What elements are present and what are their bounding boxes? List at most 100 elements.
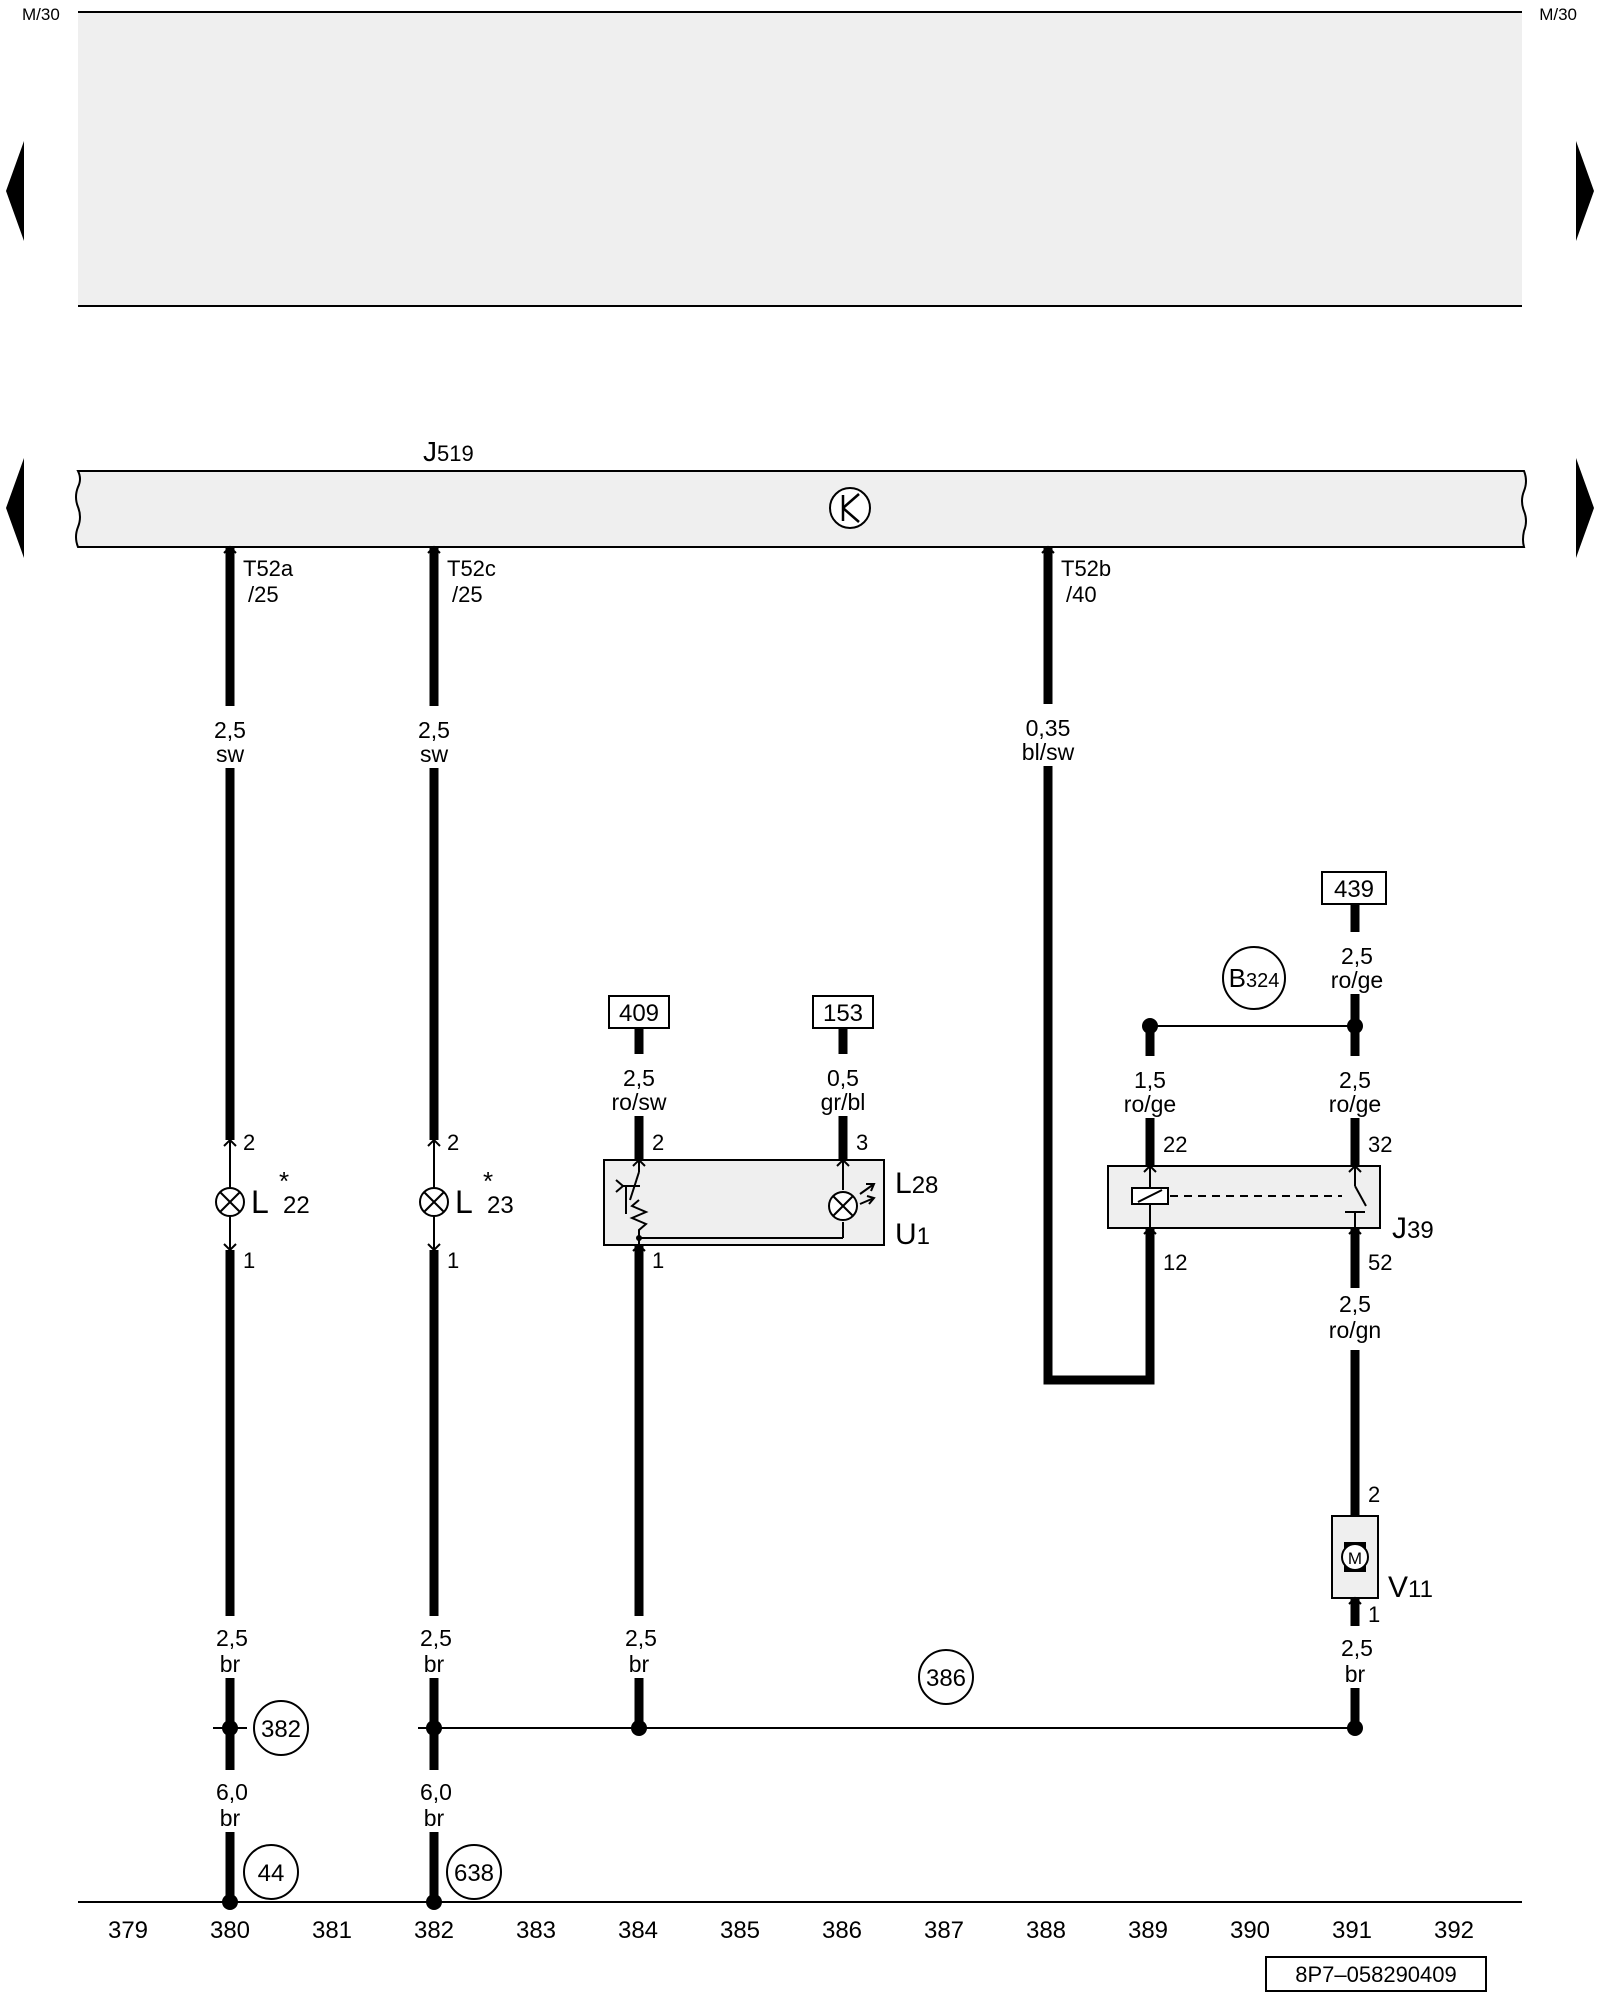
ruler-number: 388 (1026, 1917, 1066, 1944)
svg-text:T52c: T52c (447, 556, 496, 581)
pin-label: 1 (447, 1248, 459, 1273)
lamp-l23: 2 1 L * 23 (419, 1130, 514, 1273)
svg-text:0,5: 0,5 (827, 1065, 859, 1091)
ruler-number: 389 (1128, 1917, 1168, 1944)
pin-label: 2 (447, 1130, 459, 1155)
pin-label: 22 (1163, 1132, 1187, 1157)
svg-text:/25: /25 (248, 582, 279, 607)
svg-text:ro/ge: ro/ge (1331, 967, 1383, 993)
wire-label-382-ground: 6,0 br (412, 1770, 456, 1832)
ruler-number: 392 (1434, 1917, 1474, 1944)
splice-dot (1347, 1720, 1363, 1736)
pin-label: 2 (652, 1130, 664, 1155)
wire-label-389-mid: 1,5 ro/ge (1116, 1056, 1182, 1118)
svg-text:br: br (424, 1651, 445, 1677)
ruler-number: 382 (414, 1917, 454, 1944)
ref-left: M/30 (22, 5, 60, 24)
ruler-number: 386 (822, 1917, 862, 1944)
svg-text:2,5: 2,5 (420, 1625, 452, 1651)
motor-symbol: M (1348, 1549, 1362, 1568)
triangle-right-icon[interactable] (1576, 458, 1594, 558)
svg-text:8P7–058290409: 8P7–058290409 (1295, 1962, 1457, 1987)
ruler-number: 390 (1230, 1917, 1270, 1944)
svg-text:T52b: T52b (1061, 556, 1111, 581)
circle-ref-386[interactable]: 386 (918, 1649, 974, 1705)
ruler-number: 383 (516, 1917, 556, 1944)
wire-label-380-bottom: 2,5 br (208, 1616, 252, 1678)
u1-label: U1 (895, 1218, 930, 1251)
wire-label-386-top: 0,5 gr/bl (812, 1054, 874, 1116)
ref-right: M/30 (1539, 5, 1577, 24)
wire-388-to-j39 (1043, 547, 1155, 1385)
splice-dot (222, 1720, 238, 1736)
svg-text:2,5: 2,5 (623, 1065, 655, 1091)
svg-text:638: 638 (454, 1860, 494, 1887)
relay-j39 (1107, 1164, 1381, 1235)
svg-text:br: br (1345, 1661, 1366, 1687)
wire-label-382-top: 2,5 sw (412, 706, 456, 768)
splice-dot (426, 1720, 442, 1736)
pin-label: 1 (652, 1248, 664, 1273)
wire-label-384-bottom: 2,5 br (617, 1616, 661, 1678)
svg-text:ro/ge: ro/ge (1124, 1091, 1176, 1117)
triangle-right-icon[interactable] (1576, 141, 1594, 241)
pin-label: 12 (1163, 1250, 1187, 1275)
svg-text:ro/ge: ro/ge (1329, 1091, 1381, 1117)
wire-label-391-mid: 2,5 ro/ge (1322, 1056, 1388, 1118)
ref-box-439[interactable]: 439 (1321, 871, 1387, 905)
lamp-l22: 2 1 L * 22 (215, 1130, 310, 1273)
svg-text:153: 153 (823, 1000, 863, 1027)
svg-text:2,5: 2,5 (1339, 1067, 1371, 1093)
ruler-number: 387 (924, 1917, 964, 1944)
asterisk-mark: * (279, 1166, 289, 1196)
svg-text:2,5: 2,5 (418, 717, 450, 743)
v11-label: V11 (1388, 1571, 1433, 1604)
triangle-left-icon[interactable] (6, 458, 24, 558)
connector-t52b: T52b /40 (1041, 545, 1111, 607)
svg-text:br: br (220, 1805, 241, 1831)
lamp-l28 (828, 1183, 876, 1221)
j519-label: J519 (423, 436, 474, 467)
svg-text:ro/gn: ro/gn (1329, 1317, 1381, 1343)
ruler-number: 379 (108, 1917, 148, 1944)
circle-ground-44[interactable]: 44 (243, 1844, 299, 1900)
asterisk-mark: * (483, 1166, 493, 1196)
svg-text:382: 382 (261, 1716, 301, 1743)
ref-box-153[interactable]: 153 (812, 995, 874, 1029)
triangle-left-icon[interactable] (6, 141, 24, 241)
j519-control-unit (75, 470, 1527, 548)
wire-label-388-top: 0,35 bl/sw (1014, 704, 1082, 766)
svg-text:409: 409 (619, 1000, 659, 1027)
splice-dot (1347, 1018, 1363, 1034)
svg-text:0,35: 0,35 (1026, 715, 1071, 741)
drawing-id-box: 8P7–058290409 (1265, 1956, 1487, 1992)
svg-text:2,5: 2,5 (1341, 1635, 1373, 1661)
ruler-number: 384 (618, 1917, 658, 1944)
ruler-number: 381 (312, 1917, 352, 1944)
svg-text:B324: B324 (1229, 963, 1280, 993)
j39-label: J39 (1392, 1212, 1434, 1245)
svg-text:2,5: 2,5 (216, 1625, 248, 1651)
circle-ground-638[interactable]: 638 (446, 1844, 502, 1900)
ref-box-409[interactable]: 409 (608, 995, 670, 1029)
pin-label: 1 (1368, 1602, 1380, 1627)
svg-text:gr/bl: gr/bl (821, 1089, 866, 1115)
svg-text:sw: sw (216, 741, 245, 767)
pin-label: 1 (243, 1248, 255, 1273)
motor-v11: M (1331, 1513, 1379, 1605)
svg-text:bl/sw: bl/sw (1022, 739, 1075, 765)
pin-label: 52 (1368, 1250, 1392, 1275)
component-name: L (251, 1184, 269, 1220)
svg-text:T52a: T52a (243, 556, 294, 581)
svg-text:2,5: 2,5 (1339, 1291, 1371, 1317)
svg-text:/40: /40 (1066, 582, 1097, 607)
wire-label-391-bottom: 2,5 br (1333, 1626, 1377, 1688)
svg-text:ro/sw: ro/sw (612, 1089, 667, 1115)
upper-panel (78, 12, 1522, 306)
component-name: L (455, 1184, 473, 1220)
ruler-number: 391 (1332, 1917, 1372, 1944)
svg-text:sw: sw (420, 741, 449, 767)
k-bus-icon (829, 487, 871, 529)
circle-ref-382[interactable]: 382 (253, 1700, 309, 1756)
